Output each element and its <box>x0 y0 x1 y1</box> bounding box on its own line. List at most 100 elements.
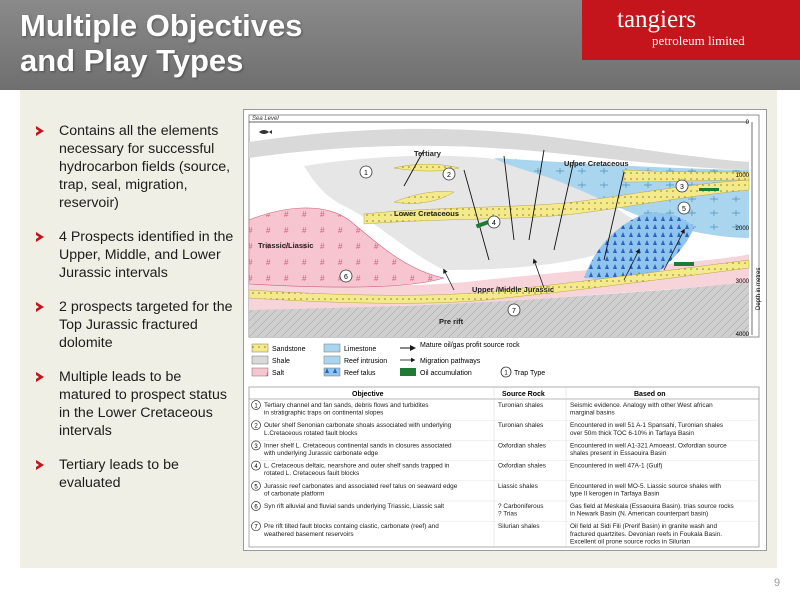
legend-label-oil: Oil accumulation <box>420 370 472 377</box>
logo-main-text: tangiers <box>617 6 697 33</box>
unit-label-pre-rift: Pre rift <box>439 317 464 326</box>
objective-cell: L.Cretaceous rotated fault blocks <box>264 430 357 437</box>
table-row: 5 Jurassic reef carbonates and associated… <box>251 480 721 497</box>
trap-type-icon <box>500 366 512 378</box>
fault-line <box>403 149 425 187</box>
row-number: 7 <box>254 525 258 531</box>
unit-label-tertiary: Tertiary <box>414 149 442 158</box>
migration-arrow-icon <box>532 258 545 289</box>
based-on-cell: marginal basins <box>570 410 615 417</box>
bullet-arrow-icon <box>36 232 44 242</box>
bullet-text: 2 prospects targeted for the Top Jurassi… <box>59 299 233 351</box>
table-header-objective: Objective <box>352 391 384 398</box>
legend-swatch-reef-talus <box>323 367 341 377</box>
source-rock-cell: Silurian shales <box>498 523 540 530</box>
oil-accumulation <box>699 188 719 191</box>
row-number: 6 <box>254 505 258 511</box>
row-trap-icon <box>251 400 261 410</box>
based-on-cell: Encountered in well 51 A-1 Spansahi, Tur… <box>570 422 723 429</box>
table-header-source-rock: Source Rock <box>502 391 545 398</box>
pre-rift-layer <box>249 280 749 337</box>
cretaceous-sandstone-band <box>363 179 750 225</box>
fault-line <box>553 159 575 251</box>
row-trap-icon <box>251 521 261 532</box>
objective-cell: Jurassic reef carbonates and associated … <box>264 483 458 490</box>
bullet-text: Contains all the elements necessary for … <box>59 123 231 211</box>
based-on-cell: Oil field at Sidi Fili (Prerif Basin) in… <box>570 523 717 530</box>
slide-title-line-2: and Play Types <box>20 43 244 78</box>
bullet-arrow-icon <box>36 302 44 312</box>
legend-label-migration: Migration pathways <box>420 358 481 365</box>
row-trap-icon <box>251 440 261 451</box>
row-trap-icon <box>251 480 261 491</box>
svg-text:7: 7 <box>512 308 516 315</box>
depth-tick: 1000 <box>736 173 750 179</box>
bullet-arrow-icon <box>36 372 44 382</box>
bullet-item: 2 prospects targeted for the Top Jurassi… <box>36 298 236 352</box>
based-on-cell: over 50m thick TOC 6-10% in Tarfaya Basi… <box>570 430 694 437</box>
source-rock-cell: Turonian shales <box>498 402 543 409</box>
legend-swatch-oil <box>400 368 416 376</box>
table-frame <box>248 386 760 548</box>
fault-line <box>463 169 490 261</box>
bullet-item: Multiple leads to be matured to prospect… <box>36 368 236 440</box>
source-rock-cell: ? Carboniferous <box>498 503 543 510</box>
title-bar: Multiple Objectives and Play Types tangi… <box>0 0 800 90</box>
unit-label-upper-middle-jurassic: Upper /Middle Jurassic <box>472 285 554 294</box>
source-rock-cell: Liassic shales <box>498 483 538 490</box>
based-on-cell: Gas field at Meskala (Essaouira Basin). … <box>570 503 734 510</box>
trap-marker: 1 <box>359 165 373 179</box>
legend-label-reef-talus: Reef talus <box>344 370 376 377</box>
cross-section-svg: # Sea Level <box>248 114 762 548</box>
trap-marker: 5 <box>677 201 691 215</box>
page-number: 9 <box>774 577 781 589</box>
based-on-cell: fractured quartzites. Devonian reefs in … <box>570 531 722 538</box>
svg-text:4: 4 <box>492 220 496 227</box>
sea-level-label: Sea Level <box>252 116 279 122</box>
legend-label-limestone: Limestone <box>344 346 376 353</box>
objective-cell: with underlying Jurassic carbonate edge <box>263 450 378 457</box>
fault-line <box>503 155 515 241</box>
based-on-cell: Seismic evidence. Analogy with other Wes… <box>570 402 713 409</box>
objective-cell: in stratigraphic traps on continental sl… <box>264 410 383 417</box>
unit-label-lower-cretaceous: Lower Cretaceous <box>394 209 459 218</box>
bullet-arrow-icon <box>36 460 44 470</box>
row-number: 3 <box>254 444 258 450</box>
bullet-text: 4 Prospects identified in the Upper, Mid… <box>59 229 234 281</box>
row-number: 5 <box>254 484 258 490</box>
based-on-cell: shales present in Essaouira Basin <box>570 450 667 457</box>
svg-text:6: 6 <box>344 274 348 281</box>
logo-sub-text: petroleum limited <box>652 33 745 48</box>
play-types-figure: # Sea Level <box>243 109 767 551</box>
legend-label-trap-type: Trap Type <box>514 370 545 377</box>
objective-cell: Pre rift tilted fault blocks containg cl… <box>264 523 439 530</box>
table-row: 7 Pre rift tilted fault blocks containg c… <box>251 521 722 545</box>
svg-text:5: 5 <box>682 206 686 213</box>
legend-label-reef-intrusion: Reef intrusion <box>344 358 387 365</box>
row-trap-icon <box>251 460 261 471</box>
svg-text:2: 2 <box>447 172 451 179</box>
source-rock-cell: Turonian shales <box>498 422 543 429</box>
bullet-list: Contains all the elements necessary for … <box>36 122 236 508</box>
oil-accumulation <box>475 219 491 229</box>
legend-swatch-limestone <box>323 343 341 353</box>
fault-line <box>603 171 625 261</box>
based-on-cell: Encountered in well MO-5. Liassic source… <box>570 483 721 490</box>
bullet-item: Tertiary leads to be evaluated <box>36 456 236 492</box>
migration-arrow-icon <box>623 248 640 281</box>
trap-type-number: 1 <box>504 371 508 377</box>
svg-text:1: 1 <box>364 170 368 177</box>
company-logo: tangiers petroleum limited <box>582 0 800 60</box>
migration-arrow-icon <box>663 228 685 271</box>
table-row: 3 Inner shelf L. Cretaceous continental s… <box>251 440 727 457</box>
objective-cell: Inner shelf L. Cretaceous continental sa… <box>264 442 452 449</box>
legend-swatch-shale <box>251 355 269 365</box>
objective-cell: Tertiary channel and fan sands, debris f… <box>264 402 428 409</box>
lower-cretaceous-sand-lens <box>393 191 455 204</box>
depth-tick: 0 <box>746 120 750 126</box>
source-rock-cell: Oxfordian shales <box>498 442 546 449</box>
